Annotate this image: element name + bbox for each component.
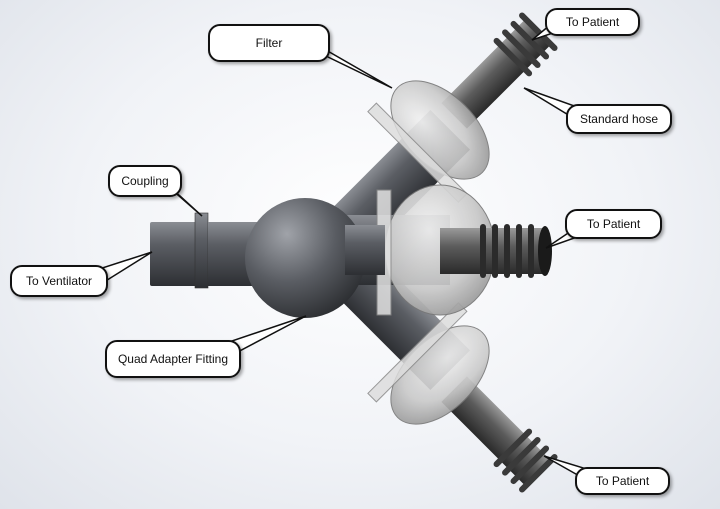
callout-label: Standard hose (579, 112, 659, 126)
callout-to-patient-top: To Patient (545, 8, 640, 36)
ventilator-port (150, 212, 263, 289)
callout-to-patient-middle: To Patient (565, 209, 662, 239)
callout-label: Quad Adapter Fitting (117, 352, 229, 366)
upper-filter-assembly (367, 12, 558, 203)
callout-label: To Patient (586, 217, 641, 231)
callout-label: To Ventilator (25, 274, 93, 288)
callout-label: Filter (255, 36, 283, 50)
middle-filter-assembly (345, 184, 552, 316)
callout-standard-hose: Standard hose (566, 104, 672, 134)
lower-filter-assembly (367, 302, 558, 493)
callout-to-ventilator: To Ventilator (10, 265, 108, 297)
callout-coupling: Coupling (108, 165, 182, 197)
callout-filter: Filter (208, 24, 330, 62)
callout-label: Coupling (121, 174, 169, 188)
callout-label: To Patient (565, 15, 620, 29)
callout-quad-adapter-fitting: Quad Adapter Fitting (105, 340, 241, 378)
quad-adapter-ball (245, 198, 365, 318)
callout-to-patient-bottom: To Patient (575, 467, 670, 495)
callout-label: To Patient (595, 474, 650, 488)
